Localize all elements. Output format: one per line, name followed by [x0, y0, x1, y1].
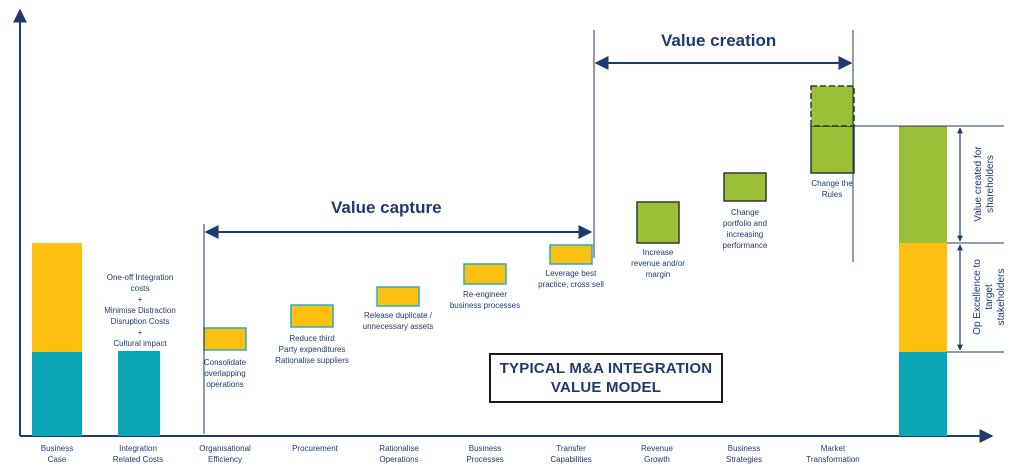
step-business-processes — [463, 263, 507, 285]
category-integration-costs: Integration Related Costs — [112, 444, 164, 464]
desc-business-processes: Re-engineer business processes — [449, 290, 521, 310]
category-rationalise-operations: Rationalise Operations — [379, 444, 419, 464]
label-op-excellence-stakeholders: Op Excellence to target stakeholders — [972, 259, 1007, 335]
desc-procurement: Reduce third Party expenditures Rational… — [275, 334, 349, 365]
title-box: TYPICAL M&A INTEGRATION VALUE MODEL — [489, 353, 723, 403]
desc-market-transformation: Change the Rules — [811, 179, 853, 199]
category-market-transformation: Market Transformation — [806, 444, 860, 464]
desc-organisational-efficiency: Consolidate overlapping operations — [203, 358, 247, 389]
step-transfer-capabilities — [549, 244, 593, 265]
desc-transfer-capabilities: Leverage best practice, cross sell — [538, 269, 604, 289]
desc-integration-costs: One-off Integration costs + Minimise Dis… — [104, 273, 176, 348]
step-revenue-growth — [636, 201, 680, 244]
title-line-2: VALUE MODEL — [550, 379, 662, 396]
step-market-transformation — [810, 125, 855, 174]
step-rationalise-operations — [376, 286, 420, 307]
summary-orange-bar — [899, 243, 947, 352]
value-capture-label: Value capture — [331, 198, 442, 217]
category-revenue-growth: Revenue Growth — [640, 444, 674, 464]
value-creation-label: Value creation — [661, 31, 777, 50]
step-market-transformation-projected — [810, 85, 855, 127]
category-business-strategies: Business Strategies — [725, 444, 763, 464]
step-procurement — [290, 304, 334, 328]
category-procurement: Procurement — [292, 444, 338, 453]
step-business-strategies — [723, 172, 767, 202]
category-organisational-efficiency: Organisational Efficiency — [199, 444, 251, 464]
desc-revenue-growth: Increase revenue and/or margin — [631, 248, 685, 279]
category-business-processes: Business Processes — [466, 444, 504, 464]
integration-costs-bar — [118, 351, 160, 436]
desc-rationalise-operations: Release duplicate / unnecessary assets — [362, 311, 434, 331]
label-value-created-shareholders: Value created for shareholders — [973, 146, 996, 222]
title-line-1: TYPICAL M&A INTEGRATION — [499, 360, 713, 377]
summary-teal-bar — [899, 352, 947, 436]
business-case-teal-bar — [32, 352, 82, 436]
step-organisational-efficiency — [203, 327, 247, 351]
summary-green-bar — [899, 126, 947, 243]
desc-business-strategies: Change portfolio and increasing performa… — [722, 208, 768, 250]
category-transfer-capabilities: Transfer Capabilities — [550, 444, 592, 464]
category-business-case: Business Case — [40, 444, 74, 464]
business-case-orange-bar — [32, 243, 82, 352]
